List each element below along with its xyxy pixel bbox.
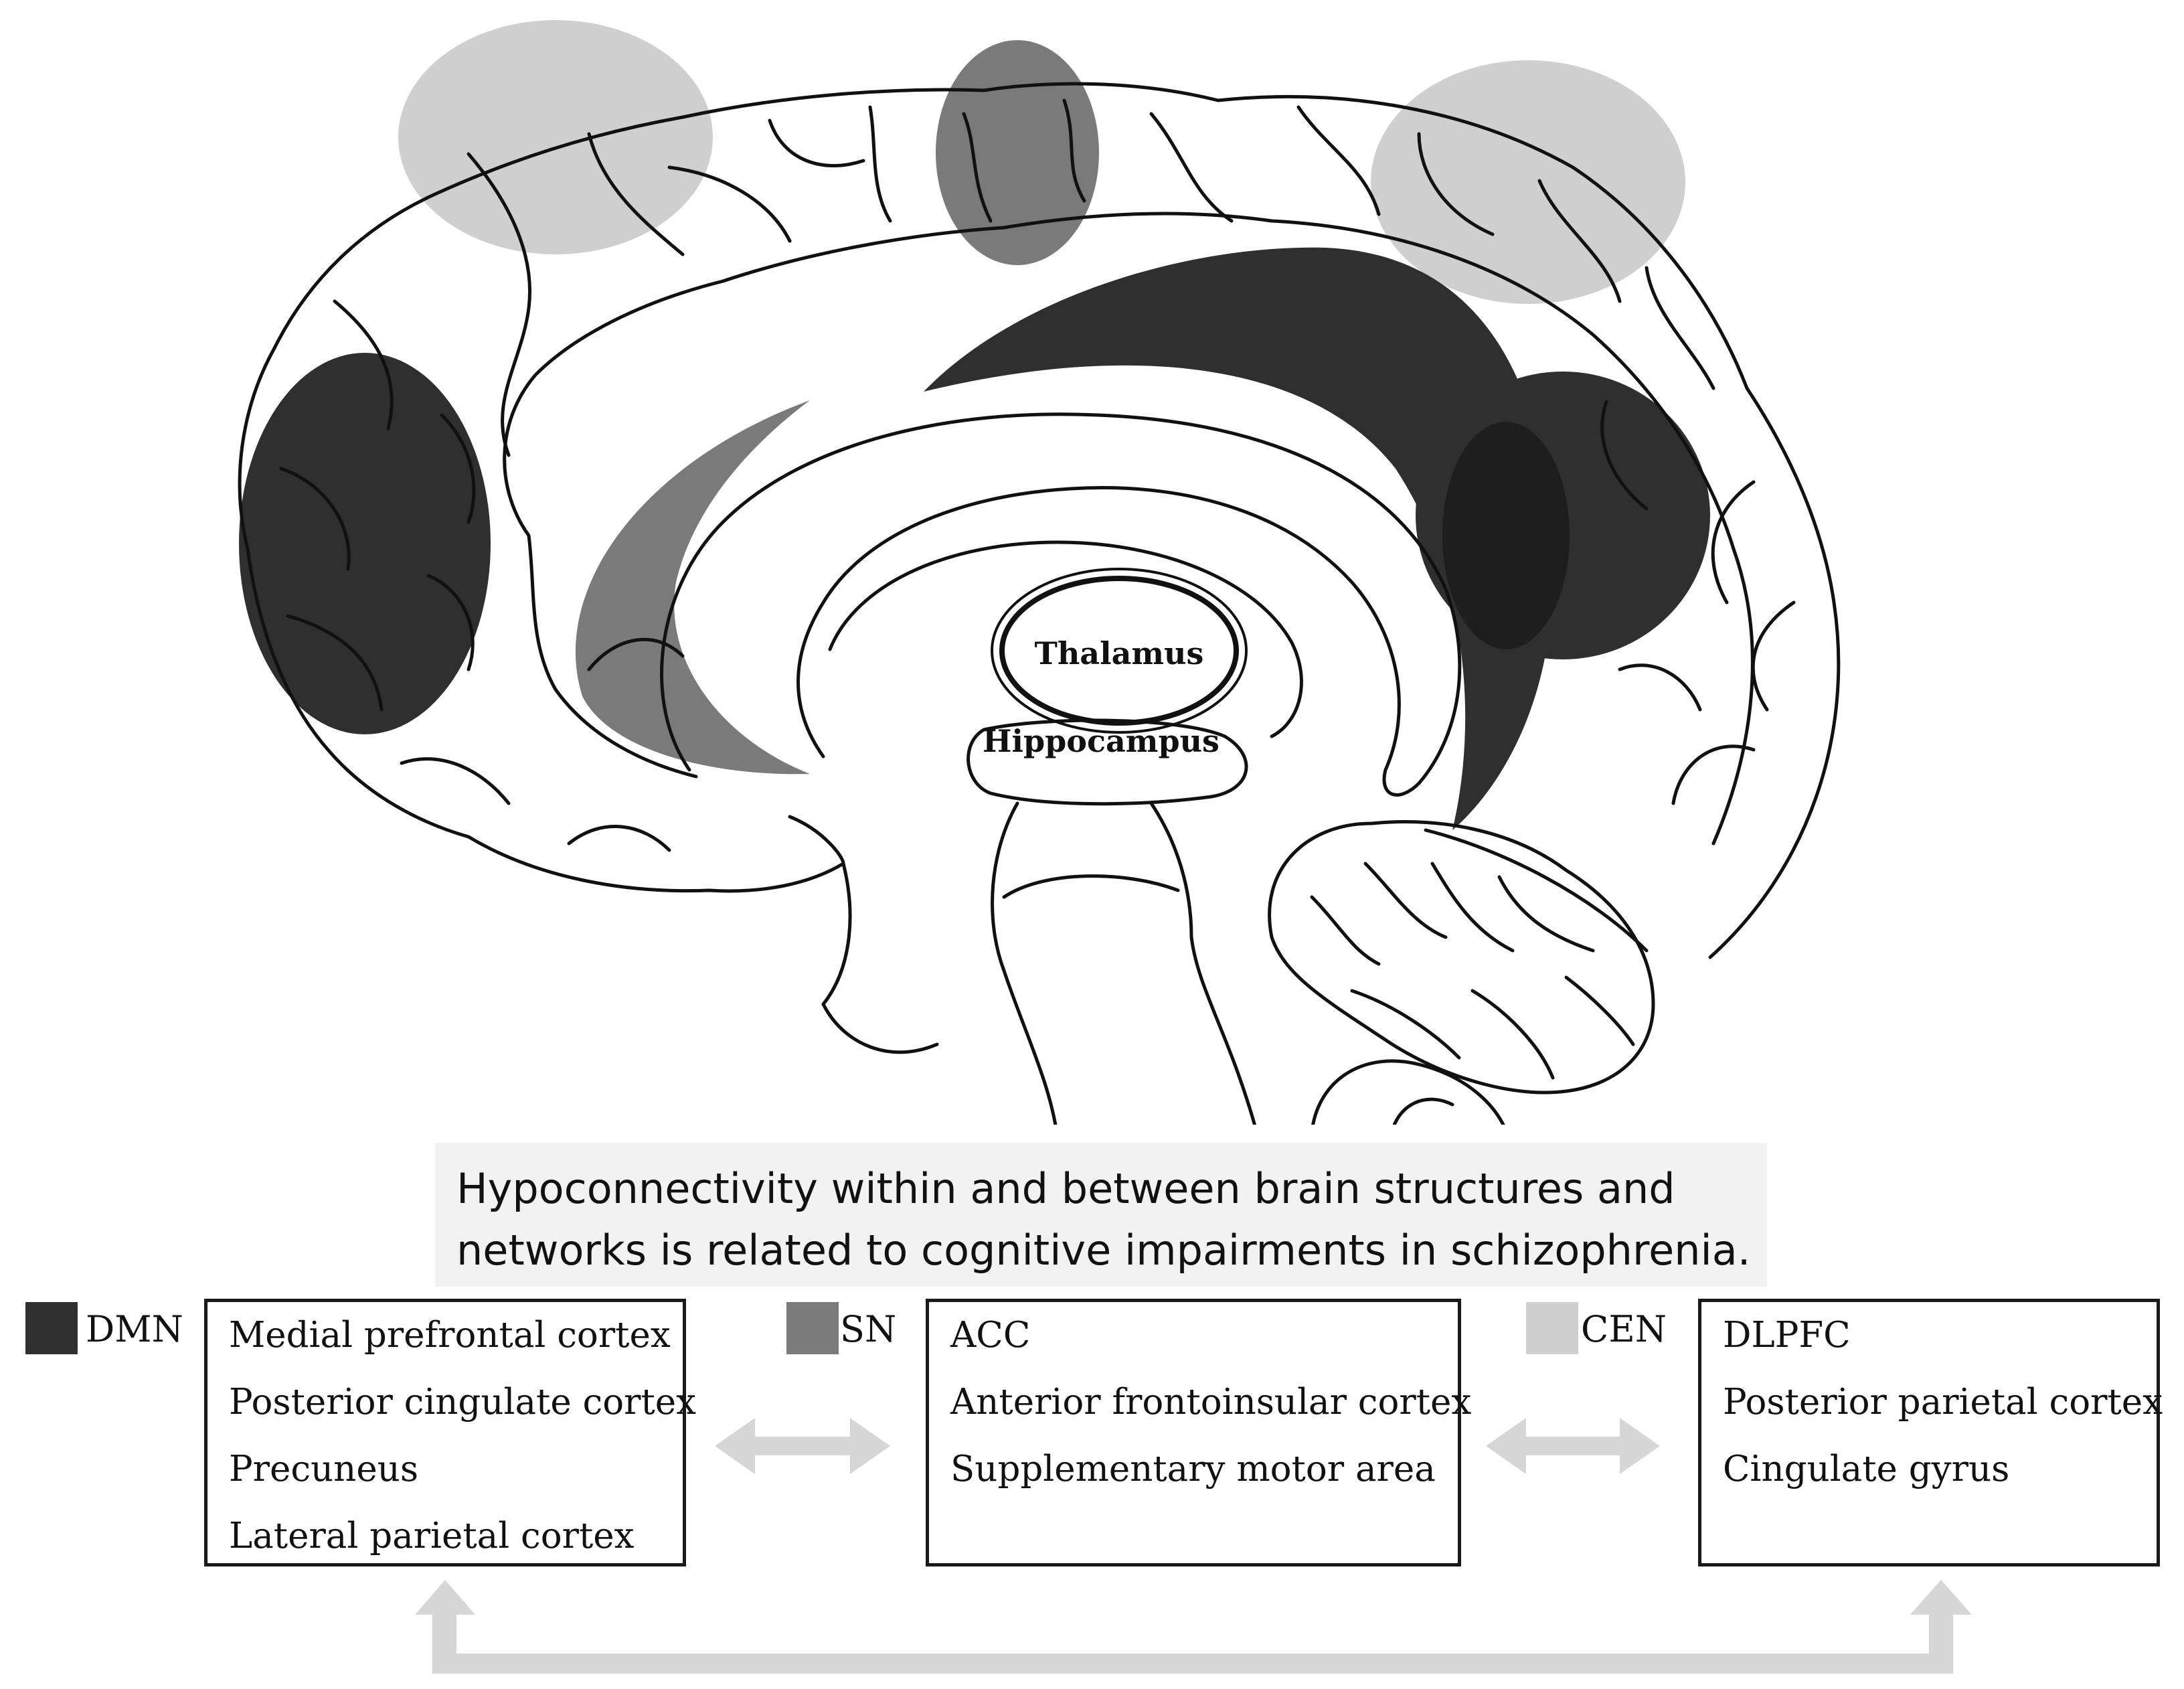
sn-region-motor — [936, 40, 1099, 265]
cortex-outline — [238, 82, 1841, 1054]
dmn-region-precuneus — [239, 353, 491, 734]
occipital-fissure — [1424, 828, 1649, 953]
sn-label: SN — [840, 1308, 897, 1350]
thalamus-label: Thalamus — [1035, 635, 1204, 671]
cerebellum-lower — [1311, 1059, 1505, 1125]
caption-box — [435, 1143, 1767, 1287]
dmn-region-list: Medial prefrontal cortex Posterior cingu… — [229, 1302, 696, 1570]
sulcus — [1149, 112, 1234, 223]
list-item: Medial prefrontal cortex — [229, 1315, 671, 1356]
list-item: Posterior parietal cortex — [1723, 1382, 2163, 1423]
sulcus — [567, 825, 671, 852]
cerebellum-folia — [1350, 989, 1461, 1060]
sulcus — [467, 152, 532, 457]
cen-region-box: DLPFC Posterior parietal cortex Cingulat… — [1698, 1299, 2163, 1566]
sulcus — [1062, 98, 1086, 203]
list-item: Lateral parietal cortex — [229, 1516, 635, 1556]
sulcus — [1600, 400, 1649, 511]
dmn-mpfc-overlap — [1442, 422, 1570, 649]
dmn-label: DMN — [86, 1308, 183, 1350]
sn-region-box: ACC Anterior frontoinsular cortex Supple… — [926, 1299, 1471, 1566]
sulcus — [587, 637, 685, 671]
pons — [1002, 874, 1180, 899]
sulcus — [286, 614, 384, 712]
list-item: Anterior frontoinsular cortex — [950, 1382, 1472, 1423]
sn-cen-double-arrow — [1486, 1418, 1660, 1474]
dmn-region-box: Medial prefrontal cortex Posterior cingu… — [204, 1299, 696, 1566]
cen-region-dlpfc — [1371, 60, 1685, 304]
cerebellum-folia — [1564, 975, 1635, 1046]
list-item: Supplementary motor area — [950, 1449, 1436, 1490]
list-item: Cingulate gyrus — [1723, 1449, 2010, 1490]
cerebellum-folia — [1497, 875, 1595, 953]
list-item: Precuneus — [229, 1449, 419, 1490]
hippocampus-label: Hippocampus — [983, 723, 1220, 759]
cen-region-list: DLPFC Posterior parietal cortex Cingulat… — [1723, 1302, 2163, 1503]
corpus-callosum — [660, 412, 1462, 797]
sulcus — [962, 112, 993, 223]
sulcus — [768, 118, 865, 167]
sulcus — [868, 105, 892, 223]
sulcus — [440, 413, 476, 524]
brainstem — [991, 801, 1058, 1125]
sn-swatch — [786, 1302, 839, 1354]
sulcus — [279, 467, 351, 571]
sulcus — [1671, 744, 1756, 805]
cerebellum-folia — [1430, 862, 1515, 953]
cerebellum-lower — [1392, 1097, 1454, 1125]
sulcus — [1537, 179, 1622, 303]
brainstem — [1149, 801, 1257, 1125]
cen-swatch — [1526, 1302, 1578, 1354]
list-item: DLPFC — [1723, 1315, 1851, 1356]
sn-region-cingulate-arc — [575, 400, 810, 775]
sulcus — [1711, 480, 1756, 605]
cen-region-parietal — [398, 20, 713, 254]
sulcus — [788, 815, 845, 866]
caption-line-2: networks is related to cognitive impairm… — [456, 1226, 1751, 1275]
caption: Hypoconnectivity within and between brai… — [456, 1158, 1755, 1281]
hippocampus-outline — [967, 718, 1248, 806]
sulcus — [1645, 266, 1715, 390]
dmn-region-cingulate-arc — [924, 247, 1553, 830]
caption-line-1: Hypoconnectivity within and between brai… — [456, 1164, 1675, 1213]
sulcus — [1751, 600, 1796, 712]
sulcus — [1296, 105, 1381, 216]
sn-region-list: ACC Anterior frontoinsular cortex Supple… — [950, 1302, 1471, 1503]
dmn-cen-bracket-arrow — [415, 1580, 1972, 1674]
thalamus-outline — [999, 576, 1239, 726]
sulcus — [333, 299, 394, 430]
list-item: ACC — [950, 1315, 1031, 1356]
dmn-sn-double-arrow — [715, 1418, 890, 1474]
sulcus — [667, 165, 792, 243]
sulcus — [1417, 132, 1495, 236]
fornix — [828, 540, 1303, 738]
sulcus — [400, 757, 511, 805]
inner-cortex-contour — [503, 212, 1754, 846]
cerebellum-outline — [1268, 820, 1655, 1095]
cerebellum-folia — [1310, 895, 1381, 966]
thalamus-inner — [991, 568, 1248, 734]
brain-illustration: Thalamus Hippocampus — [238, 20, 1841, 1125]
cerebellum-folia — [1471, 989, 1555, 1080]
list-item: Posterior cingulate cortex — [229, 1382, 697, 1423]
dmn-swatch — [25, 1302, 78, 1354]
cen-label: CEN — [1581, 1308, 1667, 1350]
sulcus — [587, 132, 685, 256]
sulcus — [426, 574, 475, 671]
sulcus — [1618, 663, 1702, 712]
cerebellum-folia — [1363, 862, 1448, 939]
